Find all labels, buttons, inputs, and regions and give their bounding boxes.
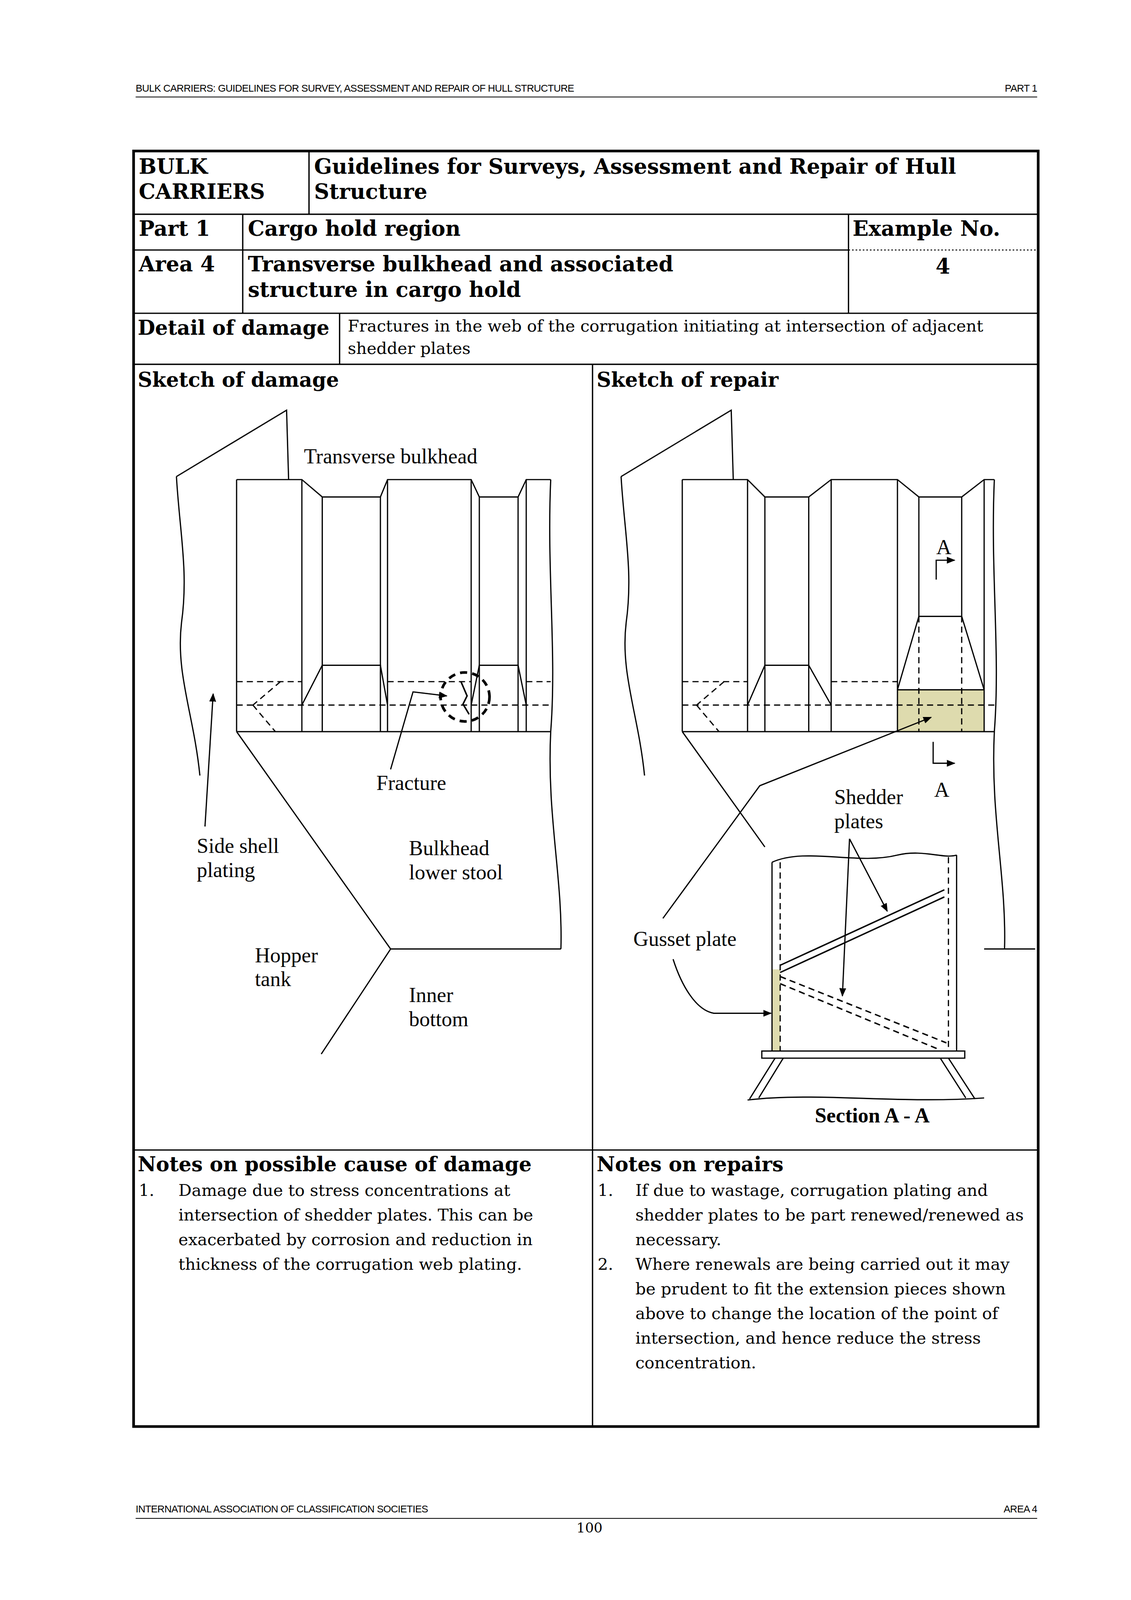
section-a-a-part	[780, 856, 949, 1051]
repair-sketch-part	[897, 616, 985, 690]
damage-sketch-part	[236, 479, 551, 498]
section-a-a-part	[772, 969, 781, 1051]
repair-sketch-part	[682, 479, 995, 498]
table-grid-part	[133, 1149, 1039, 1151]
damage-sketch-part	[440, 672, 490, 722]
damage-sketch-part	[461, 681, 470, 715]
repair-sketch	[621, 409, 1036, 1013]
section-a-a-part	[772, 855, 957, 1052]
notes-heading: Notes on possible cause of damage	[137, 1152, 532, 1177]
running-header: BULK CARRIERS: GUIDELINES FOR SURVEY, AS…	[135, 82, 574, 95]
page-rules-part	[135, 1517, 1038, 1519]
repair-sketch-part	[673, 959, 772, 1014]
section-a-a-part	[761, 1050, 965, 1059]
repair-sketch-part	[936, 560, 955, 580]
section-mark: A	[936, 535, 952, 560]
section-a-a-part	[780, 889, 945, 973]
table-cell: BULK CARRIERS	[138, 154, 302, 205]
section-heading: Sketch of damage	[137, 368, 339, 393]
part-label: Hopper tank	[254, 943, 337, 992]
note-number: 1.	[597, 1177, 613, 1203]
table-cell: Cargo hold region	[247, 216, 461, 242]
damage-sketch-part	[236, 681, 551, 732]
table-cell: Detail of damage	[137, 316, 330, 341]
note-text: If due to wastage, corrugation plating a…	[635, 1177, 1033, 1252]
table-cell: Fractures in the web of the corrugation …	[347, 315, 1036, 360]
repair-sketch-part	[933, 741, 955, 763]
repair-sketch-part	[747, 665, 831, 706]
damage-sketch-part	[176, 409, 289, 480]
running-header: PART 1	[955, 82, 1038, 95]
notes-heading: Notes on repairs	[596, 1152, 784, 1177]
repair-sketch-part	[682, 616, 995, 732]
repair-sketch-part	[682, 731, 1036, 950]
damage-sketch	[176, 409, 561, 1054]
note-text: Damage due to stress concentrations at i…	[178, 1177, 587, 1277]
page-number: 100	[558, 1519, 620, 1536]
table-grid-part	[848, 249, 1039, 251]
section-a-a-part	[747, 1096, 985, 1100]
table-grid-part	[133, 150, 1039, 1427]
section-a-a	[747, 852, 985, 1100]
table-grid-part	[591, 364, 594, 1427]
table-grid-part	[308, 150, 310, 215]
damage-sketch-part	[204, 693, 213, 827]
table-grid	[133, 150, 1039, 1427]
page-rules	[135, 97, 1038, 1519]
note-number: 1.	[138, 1177, 155, 1203]
part-label: Bulkhead lower stool	[409, 836, 527, 885]
repair-sketch-part	[621, 409, 734, 480]
note-number: 2.	[597, 1251, 613, 1277]
damage-sketch-part	[236, 731, 561, 1054]
repair-sketch-part	[682, 479, 985, 732]
damage-sketch-part	[176, 476, 200, 776]
table-grid-part	[133, 213, 1039, 215]
part-label: Inner bottom	[409, 983, 496, 1032]
part-label: Transverse bulkhead	[303, 444, 478, 469]
table-cell: 4	[848, 254, 1038, 280]
table-cell: Transverse bulkhead and associated struc…	[247, 251, 779, 302]
note-text: Where renewals are being carried out it …	[635, 1251, 1033, 1375]
repair-sketch-part	[842, 838, 850, 997]
section-a-a-part	[780, 976, 947, 1050]
damage-sketch-part	[236, 731, 551, 733]
part-label: Side shell plating	[197, 834, 300, 883]
section-title: Section A - A	[814, 1103, 930, 1128]
part-label: Shedder plates	[834, 785, 916, 834]
table-grid-part	[847, 214, 850, 314]
footer-text: AREA 4	[955, 1503, 1038, 1515]
table-grid-part	[133, 312, 1039, 314]
table-grid-part	[133, 363, 1039, 365]
table-grid-part	[338, 313, 341, 365]
repair-sketch-part	[993, 479, 1005, 950]
damage-sketch-part	[301, 665, 527, 706]
section-a-a-part	[772, 852, 957, 862]
table-cell: Area 4	[138, 251, 215, 277]
part-label: Fracture	[376, 771, 447, 796]
table-grid-part	[242, 214, 244, 314]
table-cell: Guidelines for Surveys, Assessment and R…	[314, 154, 988, 205]
table-cell: Part 1	[138, 216, 211, 242]
damage-sketch-part	[236, 479, 527, 732]
table-grid-part	[133, 249, 849, 251]
part-label: Gusset plate	[633, 927, 737, 952]
footer-text: INTERNATIONAL ASSOCIATION OF CLASSIFICAT…	[135, 1503, 428, 1515]
page-rules-part	[135, 96, 1038, 98]
damage-sketch-part	[549, 479, 561, 950]
repair-sketch-part	[621, 476, 645, 776]
table-cell: Example No.	[852, 216, 1001, 242]
section-a-a-part	[749, 1058, 976, 1099]
repair-sketch-part	[663, 717, 932, 919]
repair-sketch-part	[849, 838, 888, 912]
damage-sketch-part	[390, 691, 447, 770]
section-mark: A	[933, 778, 950, 803]
section-heading: Sketch of repair	[596, 368, 779, 393]
